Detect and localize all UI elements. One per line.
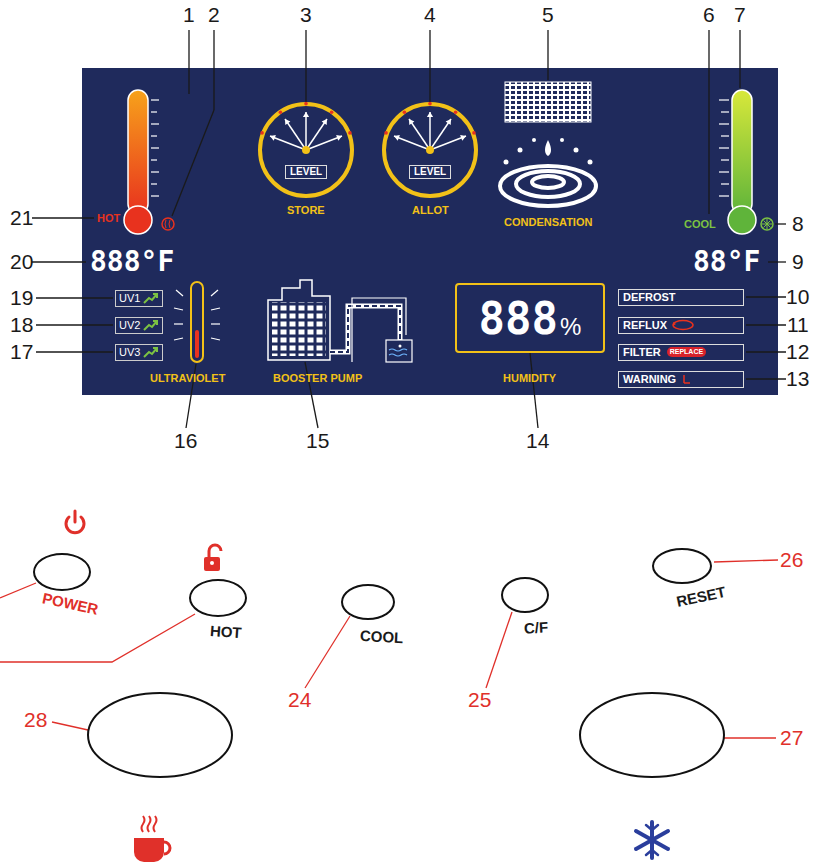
- status-text: REFLUX: [623, 319, 667, 332]
- push-button: RESET: [652, 548, 712, 584]
- callout-number: 15: [306, 429, 329, 452]
- button-label: C/F: [524, 618, 549, 636]
- panel-label: ULTRAVIOLET: [150, 372, 225, 384]
- cool-thermometer: [719, 90, 756, 234]
- panel-label: HUMIDITY: [503, 372, 556, 384]
- condensation-icon: [500, 82, 596, 206]
- uv-indicator: UV3: [115, 344, 163, 361]
- lcd-panel: [82, 68, 778, 395]
- uv-indicator: UV2: [115, 317, 163, 334]
- callout-number: 26: [780, 548, 803, 571]
- uv-indicator: UV1: [115, 290, 163, 307]
- snowflake-icon: [636, 822, 668, 858]
- callout-number: 20: [10, 250, 33, 273]
- cool-label: COOL: [684, 218, 716, 230]
- booster-pump-icon: [268, 280, 412, 362]
- status-indicator: REFLUX: [618, 317, 744, 334]
- temperature-readout: 88°F: [693, 247, 760, 278]
- humidity-digits: 888: [479, 294, 558, 345]
- gauge-dial: STORELEVEL: [256, 100, 356, 200]
- leader-lines: [32, 30, 786, 428]
- push-button: HOT: [189, 579, 247, 617]
- level-text: LEVEL: [414, 166, 446, 178]
- callout-number: 18: [10, 313, 33, 336]
- uv-text: UV3: [119, 346, 140, 359]
- uv-text: UV1: [119, 292, 140, 305]
- uv-text: UV2: [119, 319, 140, 332]
- callout-number: 7: [734, 3, 746, 26]
- heating-icon: [162, 218, 174, 230]
- callout-number: 1: [183, 3, 195, 26]
- panel-label: CONDENSATION: [504, 216, 592, 228]
- gauge-label: STORE: [287, 204, 325, 217]
- callout-number: 25: [468, 688, 491, 711]
- gauge-ring: [256, 100, 356, 200]
- status-indicator: DEFROST: [618, 289, 744, 306]
- callout-number: 27: [780, 726, 803, 749]
- callout-number: 24: [288, 688, 311, 711]
- gauge-dial: ALLOTLEVEL: [380, 100, 480, 200]
- hot-label: HOT: [97, 212, 120, 224]
- status-text: DEFROST: [623, 291, 676, 304]
- callout-number: 11: [787, 313, 809, 336]
- reflux-icon: [671, 319, 695, 331]
- level-box: LEVEL: [285, 165, 327, 179]
- callout-number: 13: [786, 367, 809, 390]
- status-indicator: WARNING: [618, 371, 744, 388]
- button-label: HOT: [209, 622, 242, 641]
- callout-number: 8: [792, 212, 804, 235]
- hot-cup-icon: [134, 816, 170, 862]
- panel-label: BOOSTER PUMP: [273, 372, 362, 384]
- button-label: RESET: [675, 583, 728, 610]
- callout-number: 10: [786, 285, 809, 308]
- status-indicator: FILTER REPLACE: [618, 344, 744, 361]
- callout-number: 12: [786, 340, 809, 363]
- callout-number: 14: [526, 429, 549, 452]
- callout-number: 4: [424, 3, 436, 26]
- button-label: COOL: [360, 627, 404, 646]
- unlock-icon: [204, 545, 221, 571]
- warning-icon: [680, 373, 704, 385]
- humidity-box: 888%: [455, 283, 605, 353]
- big-buttons: [88, 693, 724, 777]
- uv-lamp: [174, 282, 220, 362]
- cooling-icon: [761, 218, 773, 230]
- status-text: FILTER: [623, 346, 661, 359]
- callout-number: 2: [208, 3, 220, 26]
- level-text: LEVEL: [290, 166, 322, 178]
- push-button: POWER: [33, 553, 91, 591]
- push-button: COOL: [341, 584, 395, 620]
- callout-number: 28: [24, 708, 47, 731]
- callout-number: 16: [174, 429, 197, 452]
- gauge-ring: [380, 100, 480, 200]
- callout-number: 6: [703, 3, 715, 26]
- callout-number: 19: [10, 286, 33, 309]
- button-label: POWER: [41, 589, 100, 618]
- push-button: C/F: [501, 577, 549, 613]
- percent-sign: %: [560, 313, 581, 341]
- callout-number: 21: [10, 206, 33, 229]
- uv-arrow: [143, 292, 159, 304]
- gauge-label: ALLOT: [412, 204, 449, 217]
- callout-number: 17: [10, 340, 33, 363]
- status-text: WARNING: [623, 373, 676, 386]
- power-icon: [66, 511, 84, 533]
- uv-arrow: [143, 346, 159, 358]
- level-box: LEVEL: [409, 165, 451, 179]
- callout-number: 5: [542, 3, 554, 26]
- hot-thermometer: [124, 90, 159, 234]
- uv-arrow: [143, 319, 159, 331]
- callout-number: 9: [792, 250, 804, 273]
- replace-badge: REPLACE: [667, 347, 706, 357]
- callout-number: 3: [300, 3, 312, 26]
- temperature-readout: 888°F: [90, 247, 174, 278]
